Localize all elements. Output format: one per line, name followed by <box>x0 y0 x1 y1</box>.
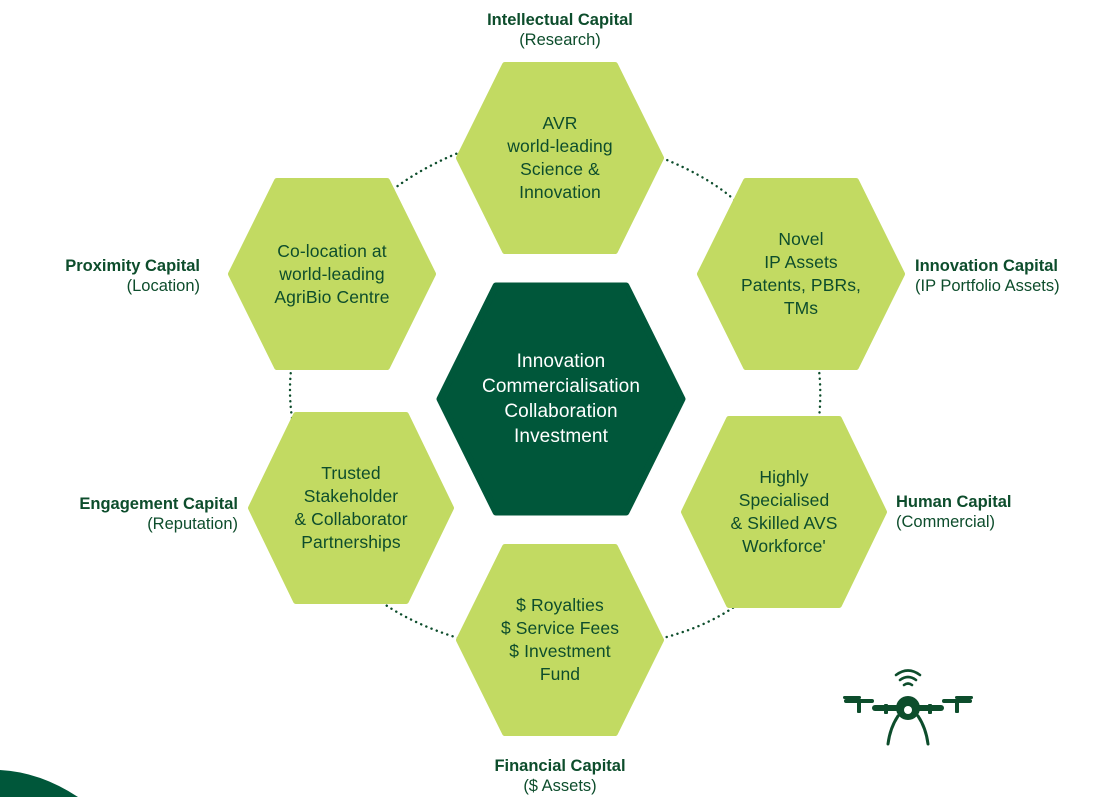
center-line: Innovation <box>516 351 606 372</box>
hex-intellectual: AVR world-leading Science & Innovation <box>456 62 664 254</box>
connector-proximity-intellectual <box>378 151 460 202</box>
corner-swoosh-decoration <box>0 770 78 797</box>
hex-line: & Skilled AVS <box>730 513 838 533</box>
hex-line: Workforce' <box>742 536 826 556</box>
center-text: Innovation Commercialisation Collaborati… <box>482 349 640 449</box>
hex-line: $ Investment <box>509 641 611 661</box>
capital-subtitle: (Location) <box>126 277 200 295</box>
capital-name: Intellectual Capital <box>487 11 633 29</box>
hex-line: IP Assets <box>764 252 838 272</box>
hex-line: Fund <box>539 664 581 684</box>
hex-human: Highly Specialised & Skilled AVS Workfor… <box>681 416 887 608</box>
hexagon-shape <box>456 62 664 254</box>
hex-text: Co-location at world-leading AgriBio Cen… <box>274 240 389 309</box>
hex-line: TMs <box>783 298 819 318</box>
center-line: Commercialisation <box>482 376 640 397</box>
hex-line: Stakeholder <box>303 486 399 506</box>
hex-center: Innovation Commercialisation Collaborati… <box>436 282 686 516</box>
hex-line: Science & <box>520 159 600 179</box>
capital-name: Innovation Capital <box>915 257 1059 275</box>
hexagon-shape <box>681 416 887 608</box>
connector-innovation-human <box>816 360 822 420</box>
hex-proximity: Co-location at world-leading AgriBio Cen… <box>228 178 436 370</box>
hexagon-shape <box>456 544 664 736</box>
hex-line: Co-location at <box>277 240 387 261</box>
hex-line: AgriBio Centre <box>274 286 390 307</box>
label-intellectual: Intellectual Capital (Research) <box>410 10 710 50</box>
capital-name: Proximity Capital <box>65 257 200 275</box>
label-proximity: Proximity Capital (Location) <box>0 256 200 296</box>
center-line: Collaboration <box>504 401 618 422</box>
hex-line: Partnerships <box>301 532 401 552</box>
hex-line: world-leading <box>279 263 385 284</box>
hex-line: Innovation <box>519 182 601 202</box>
hex-line: $ Service Fees <box>500 618 620 638</box>
hexagon-shape <box>697 178 905 370</box>
hex-text: AVR world-leading Science & Innovation <box>507 112 612 204</box>
hex-line: Patents, PBRs, <box>740 275 862 295</box>
hex-text: $ Royalties $ Service Fees $ Investment … <box>501 594 619 686</box>
connector-human-financial <box>661 599 744 640</box>
hex-financial: $ Royalties $ Service Fees $ Investment … <box>456 544 664 736</box>
hex-line: Specialised <box>738 490 830 510</box>
hexagon-shape <box>436 282 686 516</box>
center-line: Investment <box>514 426 608 447</box>
capital-subtitle: (Reputation) <box>147 515 238 533</box>
connector-financial-engagement <box>378 599 460 640</box>
capital-subtitle: (Research) <box>519 31 601 49</box>
hex-line: & Collaborator <box>294 509 408 529</box>
hex-text: Novel IP Assets Patents, PBRs, TMs <box>741 228 861 320</box>
hexagon-shape <box>248 412 454 604</box>
label-financial: Financial Capital ($ Assets) <box>410 756 710 796</box>
label-innovation: Innovation Capital (IP Portfolio Assets) <box>915 256 1115 296</box>
hex-innovation: Novel IP Assets Patents, PBRs, TMs <box>697 178 905 370</box>
hex-line: world-leading <box>507 136 613 156</box>
capital-subtitle: (Commercial) <box>896 513 995 531</box>
hex-line: Trusted <box>321 463 381 483</box>
connector-engagement-proximity <box>288 360 294 420</box>
hex-engagement: Trusted Stakeholder & Collaborator Partn… <box>248 412 454 604</box>
hexagon-shape <box>228 178 436 370</box>
capital-subtitle: (IP Portfolio Assets) <box>915 277 1060 295</box>
drone-icon <box>843 669 973 746</box>
capital-subtitle: ($ Assets) <box>523 777 597 795</box>
capital-name: Financial Capital <box>494 757 626 775</box>
capital-name: Engagement Capital <box>79 495 238 513</box>
capital-name: Human Capital <box>896 493 1012 511</box>
label-engagement: Engagement Capital (Reputation) <box>0 494 238 534</box>
hex-line: Highly <box>759 467 809 487</box>
hex-line: Novel <box>778 229 824 249</box>
hex-text: Highly Specialised & Skilled AVS Workfor… <box>730 466 837 558</box>
hex-line: $ Royalties <box>516 595 604 615</box>
hex-text: Trusted Stakeholder & Collaborator Partn… <box>294 462 407 554</box>
hex-line: AVR <box>542 113 578 133</box>
label-human: Human Capital (Commercial) <box>896 492 1096 532</box>
